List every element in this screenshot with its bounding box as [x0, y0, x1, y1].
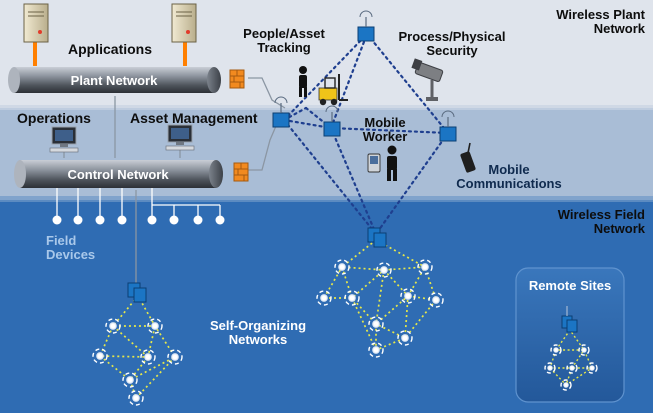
- field-device-icon: [334, 259, 350, 275]
- wireless-plant-network-label: Wireless Plant Network: [556, 7, 645, 37]
- field-device-icon: [544, 362, 556, 374]
- applications-label: Applications: [68, 41, 153, 57]
- field-device-icon: [586, 362, 598, 374]
- field-device-icon: [140, 349, 156, 365]
- computer-icon: [165, 124, 195, 151]
- field-device-icon: [376, 262, 392, 278]
- computer-icon: [49, 126, 79, 153]
- operations-label: Operations: [17, 110, 91, 126]
- field-device-icon: [560, 379, 572, 391]
- forklift-icon: [318, 74, 348, 106]
- server-icon: [171, 3, 197, 43]
- mobile-communications-label: Mobile Communications: [456, 162, 562, 192]
- control-network-pipe: [14, 160, 223, 188]
- field-devices: [52, 215, 225, 225]
- person-icon: [387, 145, 397, 181]
- control-network-label: Control Network: [67, 167, 169, 182]
- access-point-icon: [367, 227, 387, 248]
- self-organizing-networks-label: Self-Organizing Networks: [209, 318, 307, 348]
- field-device-icon: [566, 362, 578, 374]
- wireless-field-devices: [92, 259, 598, 406]
- field-device-icon: [368, 316, 384, 332]
- radio-icon: [460, 142, 476, 173]
- server-icon: [23, 3, 49, 43]
- access-point-icon: [272, 96, 290, 128]
- field-device-icon: [417, 259, 433, 275]
- access-point-icon: [323, 105, 341, 137]
- access-point-icon: [357, 10, 375, 42]
- plant-network-label: Plant Network: [70, 73, 158, 88]
- firewall-icon: [229, 69, 245, 89]
- server-uplinks: [33, 42, 187, 66]
- field-device-icon: [428, 292, 444, 308]
- access-point-icon: [127, 282, 147, 303]
- wireless-field-network-label: Wireless Field Network: [557, 207, 645, 237]
- mobile-worker-label: Mobile Worker: [362, 115, 408, 145]
- field-device-icon: [122, 372, 138, 388]
- plant-network-pipe: [8, 67, 221, 93]
- camera-icon: [411, 58, 444, 101]
- field-device-icon: [400, 288, 416, 304]
- field-device-icon: [128, 390, 144, 406]
- field-device-icon: [397, 330, 413, 346]
- people-asset-tracking-label: People/Asset Tracking: [243, 26, 325, 56]
- process-physical-security-label: Process/Physical Security: [398, 29, 506, 59]
- field-device-icon: [368, 342, 384, 358]
- pda-icon: [367, 153, 381, 173]
- field-device-icon: [105, 318, 121, 334]
- field-device-icon: [147, 318, 163, 334]
- field-devices-label: Field Devices: [46, 233, 96, 263]
- firewall-icon: [233, 162, 249, 182]
- asset-management-label: Asset Management: [130, 110, 258, 126]
- remote-sites-label: Remote Sites: [528, 278, 612, 293]
- field-device-icon: [550, 344, 562, 356]
- field-device-icon: [578, 344, 590, 356]
- access-point-icon: [561, 306, 578, 333]
- access-point-icon: [439, 110, 457, 142]
- person-icon: [299, 66, 307, 97]
- field-device-icon: [316, 290, 332, 306]
- field-device-icon: [92, 348, 108, 364]
- field-device-icon: [344, 290, 360, 306]
- field-device-icon: [167, 349, 183, 365]
